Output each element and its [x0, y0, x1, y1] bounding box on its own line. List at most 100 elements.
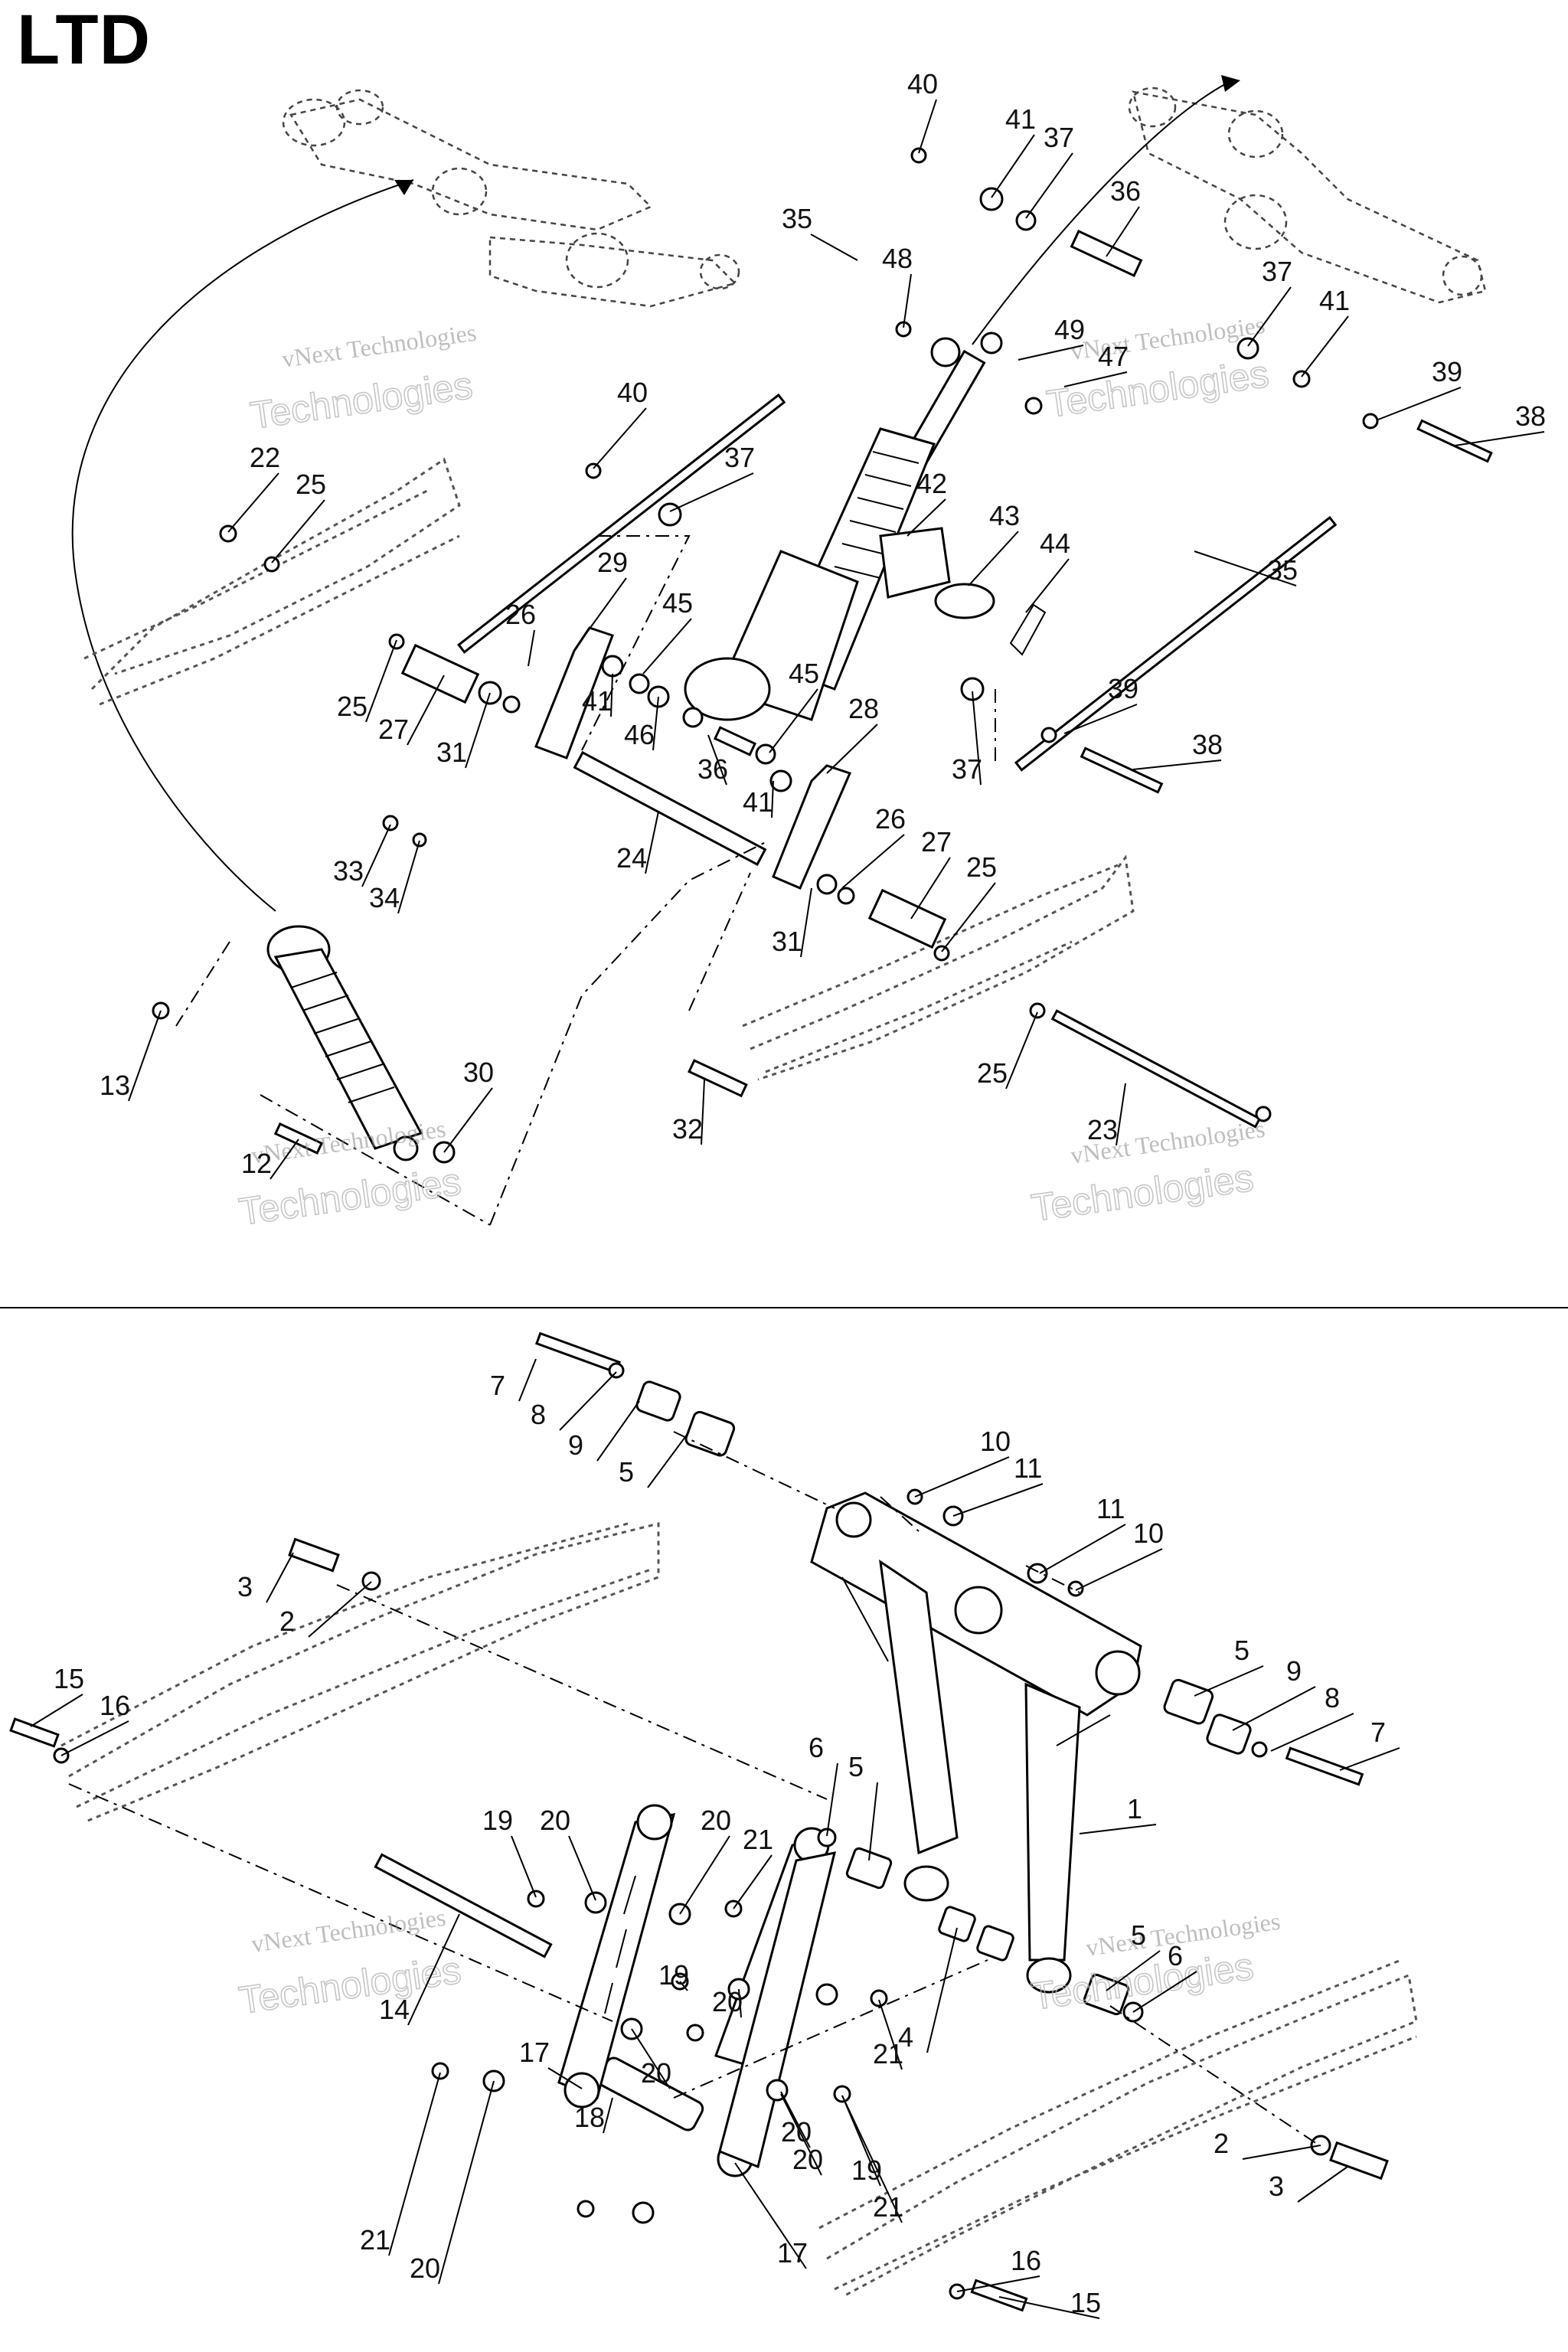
upper-leader-41 [1301, 315, 1349, 377]
bushing-4-b [976, 1925, 1014, 1962]
lower-leader-21 [841, 2095, 903, 2223]
rail-right-upper [742, 854, 1135, 1081]
lower-leader-8 [1270, 1713, 1354, 1752]
lower-leader-14 [407, 1913, 460, 2026]
upper-leader-24 [645, 811, 659, 874]
upper-leader-49 [1018, 345, 1084, 361]
upper-callout-35: 35 [1267, 554, 1298, 586]
link-28 [772, 764, 852, 890]
lower-leader-17 [734, 2162, 807, 2269]
bushing-5-lower-right [1083, 1973, 1130, 2016]
lower-callout-15: 15 [54, 1663, 84, 1694]
watermark-line1-0: vNext Technologies [280, 318, 478, 373]
upper-leader-40 [918, 99, 937, 154]
lower-leader-5 [868, 1782, 878, 1861]
upper-callout-41: 41 [743, 786, 773, 818]
lower-callout-21: 21 [360, 2224, 390, 2256]
lower-leader-3 [266, 1552, 294, 1603]
lower-leader-20 [631, 2028, 671, 2089]
upper-leader-42 [906, 498, 946, 537]
motion-arrow-right [972, 83, 1226, 345]
lower-callout-21: 21 [873, 2191, 903, 2223]
upper-leader-33 [361, 824, 391, 887]
spacer-27-left [400, 643, 480, 704]
upper-callout-45: 45 [789, 658, 819, 689]
shock-spring-upper-left [266, 925, 423, 1161]
shaft-14 [374, 1853, 553, 1958]
arrowhead-left [394, 180, 413, 195]
lower-leader-7 [1339, 1747, 1400, 1771]
upper-callout-27: 27 [378, 714, 409, 745]
bushing-5-top [684, 1410, 736, 1457]
bushing-9-right [1206, 1713, 1252, 1755]
upper-callout-47: 47 [1098, 341, 1129, 372]
upper-leader-35 [810, 234, 858, 261]
upper-leader-12 [270, 1138, 299, 1180]
rod-35-left [457, 393, 786, 654]
upper-callout-25: 25 [977, 1057, 1008, 1089]
lower-leader-21 [878, 1999, 903, 2070]
upper-callout-32: 32 [672, 1113, 703, 1145]
lower-leader-11 [1039, 1524, 1126, 1574]
lower-callout-21: 21 [873, 2038, 903, 2069]
lower-callout-17: 17 [777, 2237, 808, 2269]
upper-callout-22: 22 [250, 442, 280, 473]
assembly-lines-lower [68, 1431, 1318, 2145]
upper-leader-39 [1377, 387, 1462, 420]
lower-leader-11 [952, 1483, 1044, 1517]
lower-leader-20 [738, 1988, 742, 2018]
lower-callout-6: 6 [808, 1732, 824, 1763]
lower-leader-10 [1075, 1548, 1163, 1591]
upper-callout-33: 33 [333, 855, 364, 887]
upper-callout-41: 41 [1005, 103, 1036, 135]
lower-callout-5: 5 [619, 1456, 634, 1488]
upper-callout-39: 39 [1108, 673, 1138, 704]
upper-callout-44: 44 [1040, 528, 1070, 559]
upper-leader-31 [465, 692, 491, 769]
watermark-line2-3: Technologies [1029, 1156, 1256, 1230]
upper-callout-46: 46 [624, 719, 655, 750]
rail-left-upper [83, 457, 461, 706]
upper-callout-49: 49 [1054, 314, 1085, 345]
lower-callout-8: 8 [1325, 1682, 1340, 1713]
spacer-27-right [867, 888, 947, 949]
upper-callout-37: 37 [1262, 256, 1292, 287]
upper-leader-47 [1063, 371, 1128, 387]
upper-callout-30: 30 [463, 1057, 494, 1088]
pin-36-top [1070, 230, 1143, 277]
upper-callout-41: 41 [582, 685, 612, 717]
lower-leader-6 [826, 1762, 838, 1837]
lower-callout-20: 20 [712, 1986, 743, 2017]
upper-leader-35 [1194, 550, 1297, 586]
watermark-line1-2: vNext Technologies [250, 1115, 447, 1169]
lower-callout-20: 20 [540, 1805, 570, 1836]
upper-callout-37: 37 [952, 753, 982, 785]
lower-leader-5 [1106, 1950, 1161, 1991]
upper-leader-37 [669, 472, 754, 512]
lower-leader-10 [914, 1456, 1010, 1498]
lower-leader-20 [568, 1835, 596, 1901]
lower-callout-20: 20 [641, 2057, 671, 2089]
lower-callout-20: 20 [781, 2116, 812, 2148]
upper-callout-24: 24 [616, 842, 647, 874]
upper-leader-48 [903, 273, 912, 328]
upper-leader-26 [528, 629, 535, 667]
lower-callout-7: 7 [1370, 1717, 1386, 1748]
upper-leader-25 [941, 882, 996, 952]
upper-callout-36: 36 [1110, 175, 1141, 207]
lower-callout-19: 19 [851, 2154, 882, 2186]
upper-leader-27 [910, 857, 951, 920]
lower-callout-21: 21 [743, 1824, 773, 1855]
lower-callout-9: 9 [1286, 1655, 1302, 1687]
lower-callout-1: 1 [1127, 1793, 1142, 1824]
upper-callout-40: 40 [907, 68, 938, 100]
upper-leader-22 [227, 472, 279, 533]
frame-ghost-right [1128, 87, 1487, 304]
upper-leader-41 [610, 673, 613, 717]
lower-callout-9: 9 [568, 1429, 583, 1461]
bolt-7-right [1285, 1746, 1364, 1786]
rod-35-right [1014, 515, 1338, 772]
upper-callout-31: 31 [436, 737, 467, 768]
frame-ghost-left [282, 89, 740, 308]
